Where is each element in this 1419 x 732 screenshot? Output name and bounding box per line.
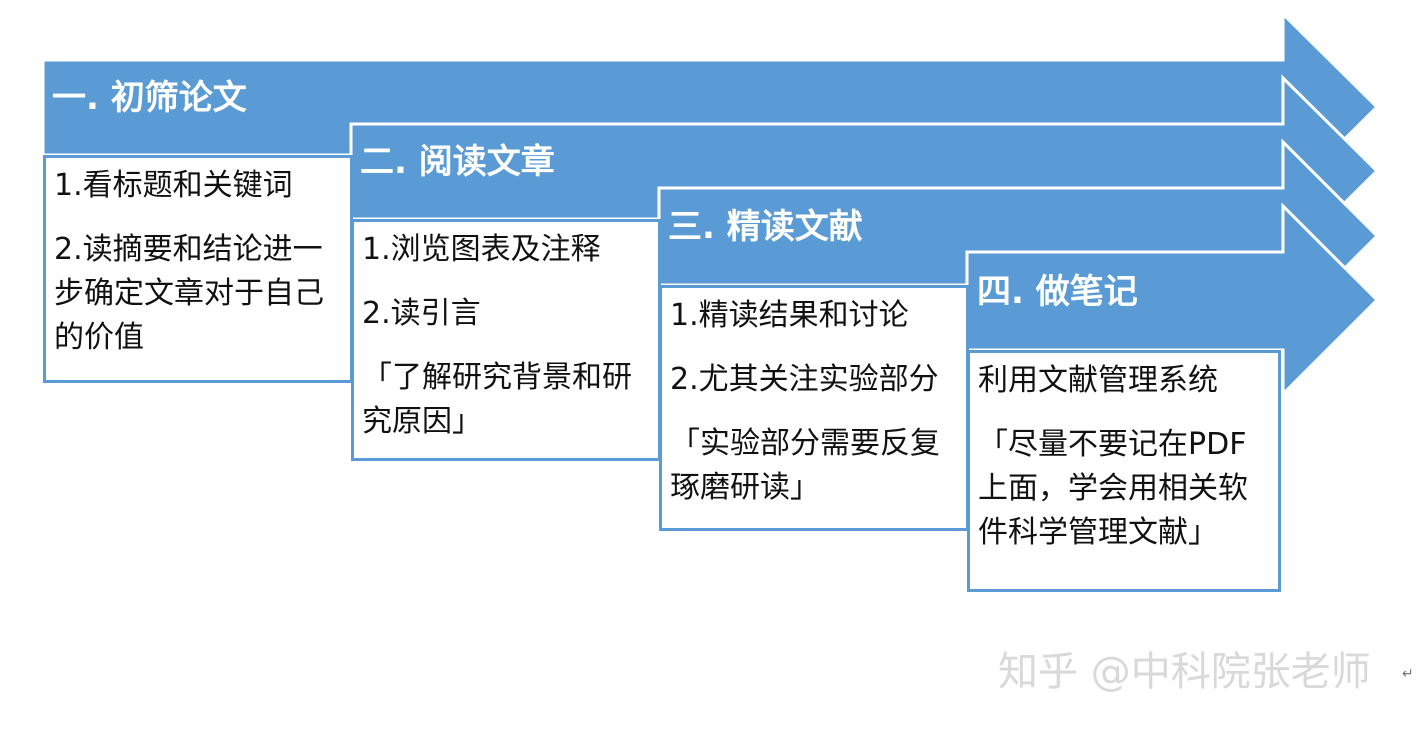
step-2-item-3: 「了解研究背景和研究原因」 — [362, 360, 632, 439]
step-4-box: 利用文献管理系统 「尽量不要记在PDF上面，学会用相关软件科学管理文献」 — [967, 350, 1281, 592]
step-1-box: 1.看标题和关键词 2.读摘要和结论进一步确定文章对于自己的价值 — [43, 155, 353, 383]
watermark: 知乎 @中科院张老师 — [998, 649, 1371, 695]
step-2-item-2: 2.读引言 — [362, 296, 481, 331]
step-1-item-2: 2.读摘要和结论进一步确定文章对于自己的价值 — [54, 232, 324, 355]
step-2-box: 1.浏览图表及注释 2.读引言 「了解研究背景和研究原因」 — [351, 219, 661, 461]
step-3-item-3: 「实验部分需要反复琢磨研读」 — [670, 426, 940, 505]
step-4-title: 四. 做笔记 — [977, 272, 1138, 312]
step-4-item-2: 「尽量不要记在PDF上面，学会用相关软件科学管理文献」 — [978, 427, 1248, 550]
return-mark-icon: ↵ — [1402, 666, 1414, 682]
step-2-item-1: 1.浏览图表及注释 — [362, 232, 601, 267]
step-3-item-2: 2.尤其关注实验部分 — [670, 362, 939, 397]
step-4-item-1: 利用文献管理系统 — [978, 363, 1218, 398]
step-1-title: 一. 初筛论文 — [52, 78, 247, 118]
step-2-title: 二. 阅读文章 — [360, 142, 555, 182]
step-3-title: 三. 精读文献 — [668, 207, 863, 247]
step-1-item-1: 1.看标题和关键词 — [54, 168, 293, 203]
step-3-item-1: 1.精读结果和讨论 — [670, 298, 909, 333]
step-3-box: 1.精读结果和讨论 2.尤其关注实验部分 「实验部分需要反复琢磨研读」 — [659, 285, 969, 531]
